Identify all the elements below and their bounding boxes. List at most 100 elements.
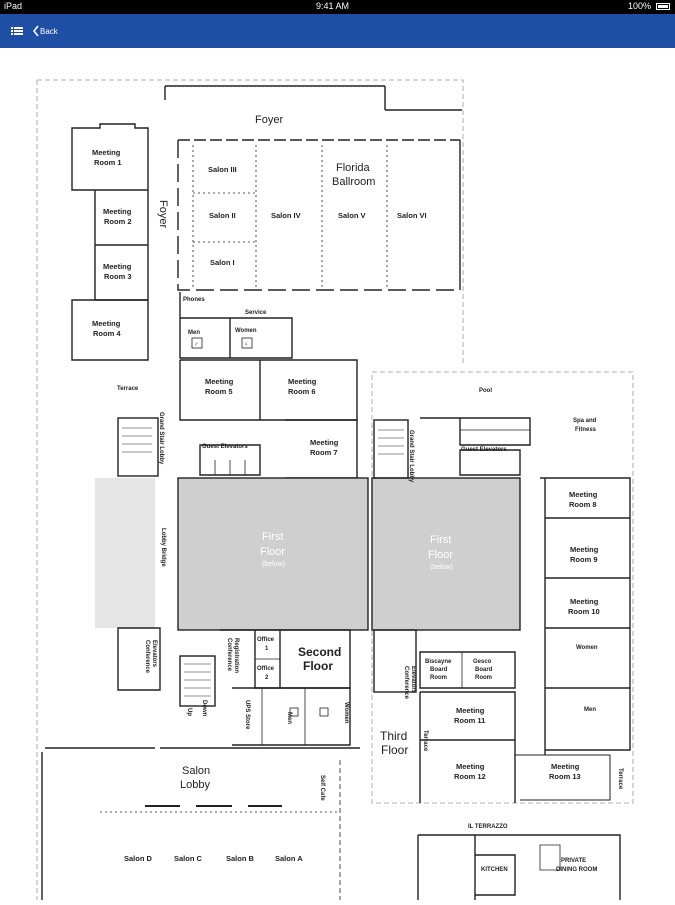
svg-text:Ballroom: Ballroom	[332, 176, 375, 188]
label-terrace: Terrace	[117, 386, 139, 392]
label-biscayne-board-room: Biscayne	[425, 659, 452, 665]
svg-text:(below): (below)	[262, 561, 285, 568]
label-first-floor-left: First	[262, 531, 283, 543]
label-terrace-right: Terrace	[422, 730, 428, 752]
battery-percent: 100%	[628, 1, 652, 11]
label-men-2: Men	[286, 712, 292, 724]
svg-text:Room 1: Room 1	[94, 158, 122, 167]
label-meeting-room-6: Meeting	[288, 377, 317, 386]
label-foyer-side: Foyer	[157, 200, 169, 228]
label-meeting-room-10: Meeting	[570, 597, 599, 606]
svg-text:Room 7: Room 7	[310, 448, 338, 457]
label-women-3: Women	[576, 645, 598, 651]
label-guest-elevators-right: Guest Elevators	[461, 447, 507, 453]
label-meeting-room-8: Meeting	[569, 490, 598, 499]
label-foyer-top: Foyer	[255, 114, 283, 126]
svg-text:Room: Room	[475, 675, 492, 681]
chevron-left-icon	[32, 25, 39, 37]
label-salon-ii: Salon II	[209, 211, 236, 220]
label-second-floor: Second	[298, 645, 341, 659]
svg-text:Floor: Floor	[381, 743, 408, 757]
label-grand-stair-lobby-right: Grand Stair Lobby	[408, 430, 414, 483]
label-meeting-room-12: Meeting	[456, 762, 485, 771]
svg-text:Room 8: Room 8	[569, 500, 597, 509]
label-private-dining-room: PRIVATE	[561, 858, 586, 864]
label-men-3: Men	[584, 707, 596, 713]
svg-text:Registration: Registration	[233, 638, 239, 673]
label-salon-iv: Salon IV	[271, 211, 301, 220]
floor-plan-svg[interactable]: ♂ ♀ Foyer Foyer Meeting Room 1 Meeting R…	[0, 48, 675, 900]
label-kitchen: KITCHEN	[481, 867, 508, 873]
svg-text:Floor: Floor	[303, 659, 333, 673]
label-ups-store: UPS Store	[244, 700, 250, 730]
label-meeting-room-4: Meeting	[92, 319, 121, 328]
label-salon-vi: Salon VI	[397, 211, 427, 220]
label-salon-a: Salon A	[275, 854, 303, 863]
svg-text:DINING ROOM: DINING ROOM	[556, 867, 597, 873]
label-meeting-room-9: Meeting	[570, 545, 599, 554]
svg-text:Room 13: Room 13	[549, 772, 581, 781]
label-first-floor-right: First	[430, 534, 451, 546]
svg-text:Elevators: Elevators	[151, 640, 157, 668]
svg-text:Room 9: Room 9	[570, 555, 598, 564]
label-spa-fitness: Spa and	[573, 418, 597, 424]
label-conference-registration: Conference	[226, 638, 232, 672]
label-salon-i: Salon I	[210, 258, 235, 267]
svg-text:Floor: Floor	[260, 546, 285, 558]
svg-text:2: 2	[265, 675, 269, 681]
label-salon-d: Salon D	[124, 854, 153, 863]
svg-text:Room 10: Room 10	[568, 607, 600, 616]
label-meeting-room-1: Meeting	[92, 148, 121, 157]
label-down: Down	[201, 700, 207, 717]
label-pool: Pool	[479, 388, 492, 394]
label-salon-c: Salon C	[174, 854, 203, 863]
svg-text:Room 11: Room 11	[454, 716, 485, 725]
menu-button[interactable]	[10, 24, 24, 38]
label-women: Women	[235, 328, 257, 334]
label-office-2: Office	[257, 666, 275, 672]
label-meeting-room-3: Meeting	[103, 262, 132, 271]
label-meeting-room-11: Meeting	[456, 706, 485, 715]
label-up: Up	[186, 708, 192, 716]
svg-text:Room: Room	[430, 675, 447, 681]
device-name: iPad	[4, 1, 23, 11]
svg-text:Room 12: Room 12	[454, 772, 486, 781]
restroom-women-icon: ♀	[244, 342, 249, 348]
label-meeting-room-5: Meeting	[205, 377, 234, 386]
svg-text:Lobby: Lobby	[180, 779, 210, 791]
label-lobby-bridge: Lobby Bridge	[160, 528, 166, 567]
svg-text:Room 3: Room 3	[104, 272, 132, 281]
nav-bar: Back	[0, 14, 675, 48]
label-grand-stair-lobby: Grand Stair Lobby	[158, 412, 164, 465]
svg-text:Room 4: Room 4	[93, 329, 121, 338]
floor-plan-map[interactable]: ♂ ♀ Foyer Foyer Meeting Room 1 Meeting R…	[0, 48, 675, 900]
label-salon-iii: Salon III	[208, 165, 237, 174]
svg-text:1: 1	[265, 646, 269, 652]
list-menu-icon	[11, 27, 23, 35]
svg-text:Fitness: Fitness	[575, 427, 597, 433]
label-salon-v: Salon V	[338, 211, 366, 220]
label-conference-elevators-right: Conference	[403, 666, 409, 700]
svg-text:Floor: Floor	[428, 549, 453, 561]
svg-text:(below): (below)	[430, 564, 453, 571]
svg-text:Board: Board	[430, 667, 448, 673]
label-meeting-room-13: Meeting	[551, 762, 580, 771]
svg-text:Board: Board	[475, 667, 493, 673]
label-meeting-room-7: Meeting	[310, 438, 339, 447]
label-salon-lobby: Salon	[182, 765, 210, 777]
label-gesco-board-room: Gesco	[473, 659, 492, 665]
back-label: Back	[40, 26, 58, 36]
label-conference-elevators: Conference	[144, 640, 150, 674]
svg-text:Room 6: Room 6	[288, 387, 316, 396]
label-third-floor: Third	[380, 729, 407, 743]
label-office-1: Office	[257, 637, 275, 643]
label-phones: Phones	[183, 297, 205, 303]
back-button[interactable]: Back	[32, 22, 58, 40]
svg-text:Elevators: Elevators	[410, 666, 416, 694]
label-il-terrazzo: IL TERRAZZO	[468, 824, 508, 830]
label-self-cafe: Self Cafe	[319, 775, 325, 801]
label-women-2: Women	[343, 702, 349, 724]
label-florida-ballroom: Florida	[336, 162, 371, 174]
restroom-men-icon: ♂	[194, 342, 199, 348]
status-time: 9:41 AM	[316, 1, 350, 11]
